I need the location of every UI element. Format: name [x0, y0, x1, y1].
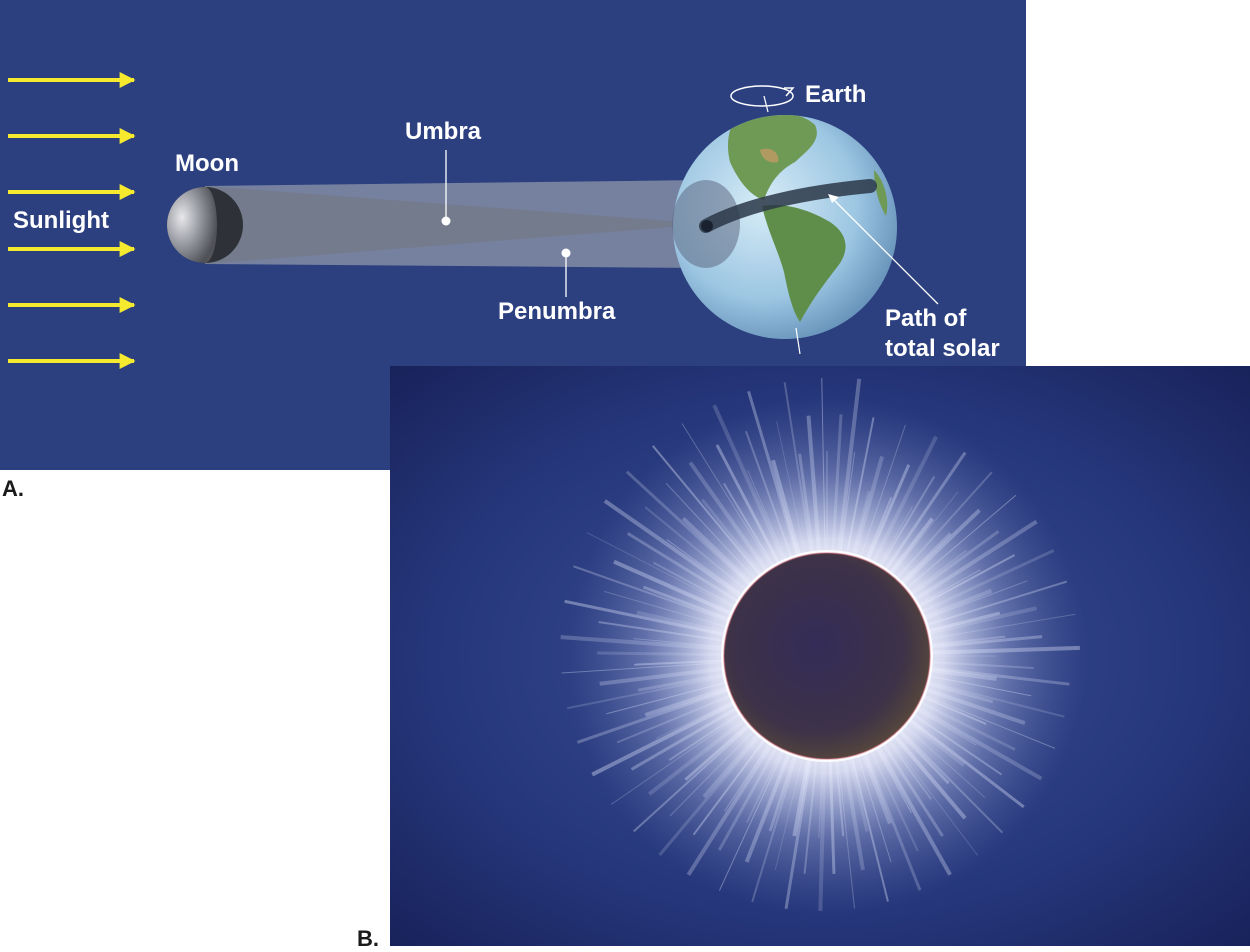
eclipse-photo-graphic — [390, 366, 1250, 946]
penumbra-label: Penumbra — [498, 298, 616, 325]
moon-disk — [724, 553, 930, 759]
earth-globe — [672, 115, 897, 339]
umbra-cone — [205, 186, 710, 264]
rotation-arrow-icon — [730, 85, 801, 355]
moon-label: Moon — [175, 150, 239, 177]
sunlight-label: Sunlight — [13, 207, 109, 234]
panel-a-tag: A. — [2, 476, 24, 501]
eclipse-diagram-graphic — [8, 72, 939, 369]
totality-path — [699, 179, 877, 233]
eclipse-diagram: Sunlight Moon Umbra Penumbra Earth Path … — [0, 0, 1026, 470]
earth-label: Earth — [805, 81, 867, 108]
umbra-label: Umbra — [405, 118, 482, 145]
total-eclipse-photo — [390, 366, 1250, 946]
sunlight-arrows — [8, 72, 136, 369]
path-label-line-1: Path of — [885, 305, 967, 332]
path-label-line-2: total solar — [885, 335, 1000, 362]
leader-lines — [441, 150, 939, 305]
moon-sphere — [167, 187, 243, 263]
panel-b-tag: B. — [357, 926, 379, 951]
